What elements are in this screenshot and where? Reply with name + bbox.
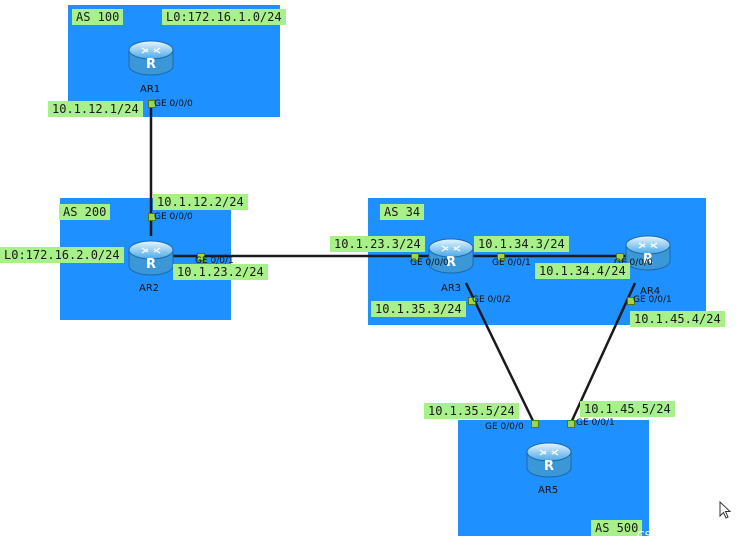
port-ar5-ge000: GE 0/0/0 <box>485 422 524 432</box>
router-name-ar3: AR3 <box>441 283 462 294</box>
as34-label: AS 34 <box>380 204 425 220</box>
port-indicator <box>616 253 624 261</box>
as200-label: AS 200 <box>59 204 111 220</box>
port-indicator <box>197 253 205 261</box>
ip-ar2-ge001: 10.1.23.2/24 <box>173 264 268 280</box>
port-indicator <box>627 297 635 305</box>
port-indicator <box>468 297 476 305</box>
port-ar1-ge000: GE 0/0/0 <box>154 99 193 109</box>
router-name-ar1: AR1 <box>140 84 161 95</box>
router-name-ar2: AR2 <box>139 283 160 294</box>
port-indicator <box>531 420 539 428</box>
ip-ar3-ge000: 10.1.23.3/24 <box>330 236 425 252</box>
port-indicator <box>148 100 156 108</box>
port-ar5-ge001: GE 0/0/1 <box>576 418 615 428</box>
ip-ar3-ge001: 10.1.34.3/24 <box>474 236 569 252</box>
as200-loopback: L0:172.16.2.0/24 <box>0 247 124 263</box>
ip-ar2-ge000: 10.1.12.2/24 <box>153 194 248 210</box>
as500-label: AS 500 <box>591 520 643 536</box>
port-ar4-ge000: GE 0/0/0 <box>614 258 653 268</box>
as500-area <box>458 420 649 536</box>
ip-ar4-ge001: 10.1.45.4/24 <box>630 311 725 327</box>
port-indicator <box>411 253 419 261</box>
port-ar3-ge002: GE 0/0/2 <box>472 295 511 305</box>
port-indicator <box>497 253 505 261</box>
ip-ar5-ge000: 10.1.35.5/24 <box>424 403 519 419</box>
as100-loopback: L0:172.16.1.0/24 <box>162 9 286 25</box>
as100-label: AS 100 <box>72 9 124 25</box>
port-ar3-ge001: GE 0/0/1 <box>492 258 531 268</box>
ip-ar5-ge001: 10.1.45.5/24 <box>580 401 675 417</box>
port-ar3-ge000: GE 0/0/0 <box>410 258 449 268</box>
mouse-cursor-icon <box>719 500 732 519</box>
port-ar4-ge001: GE 0/0/1 <box>633 295 672 305</box>
port-ar2-ge001: GE 0/0/1 <box>195 256 234 266</box>
port-ar2-ge000: GE 0/0/0 <box>154 212 193 222</box>
router-name-ar5: AR5 <box>538 485 559 496</box>
port-indicator <box>567 420 575 428</box>
ip-ar1-ge000: 10.1.12.1/24 <box>48 101 143 117</box>
ip-ar4-ge000: 10.1.34.4/24 <box>535 263 630 279</box>
ip-ar3-ge002: 10.1.35.3/24 <box>371 301 466 317</box>
router-name-ar4: AR4 <box>640 286 661 297</box>
link-ar3-ar5 <box>464 282 537 426</box>
port-indicator <box>148 213 156 221</box>
watermark: CSDN @木玄玑 <box>637 529 716 542</box>
